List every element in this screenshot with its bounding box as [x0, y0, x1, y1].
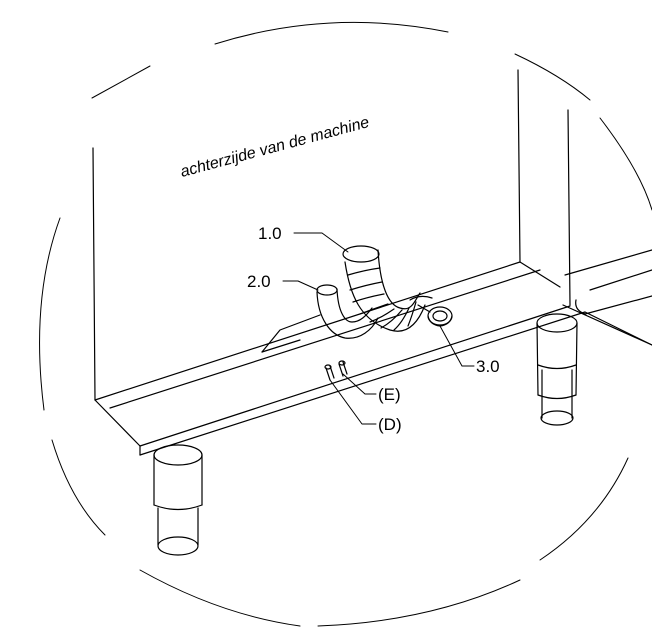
foot-right: [536, 313, 578, 426]
hose-2: [316, 284, 379, 339]
foot-left: [153, 444, 203, 556]
callout-hose-2: 2.0: [247, 272, 271, 291]
detail-circle: [39, 21, 652, 627]
rear-panel: [92, 69, 521, 401]
callout-fitting-3: 3.0: [476, 357, 500, 376]
screws: [324, 360, 348, 381]
base-frame: [94, 261, 586, 456]
callout-hose-1: 1.0: [258, 224, 282, 243]
diagram-caption: achterzijde van de machine: [179, 114, 372, 181]
leader-lines: [282, 232, 475, 425]
callout-screw-d: (D): [378, 415, 402, 434]
hose-1: [342, 245, 426, 332]
adjacent-machine: [562, 109, 652, 346]
callout-screw-e: (E): [378, 385, 401, 404]
